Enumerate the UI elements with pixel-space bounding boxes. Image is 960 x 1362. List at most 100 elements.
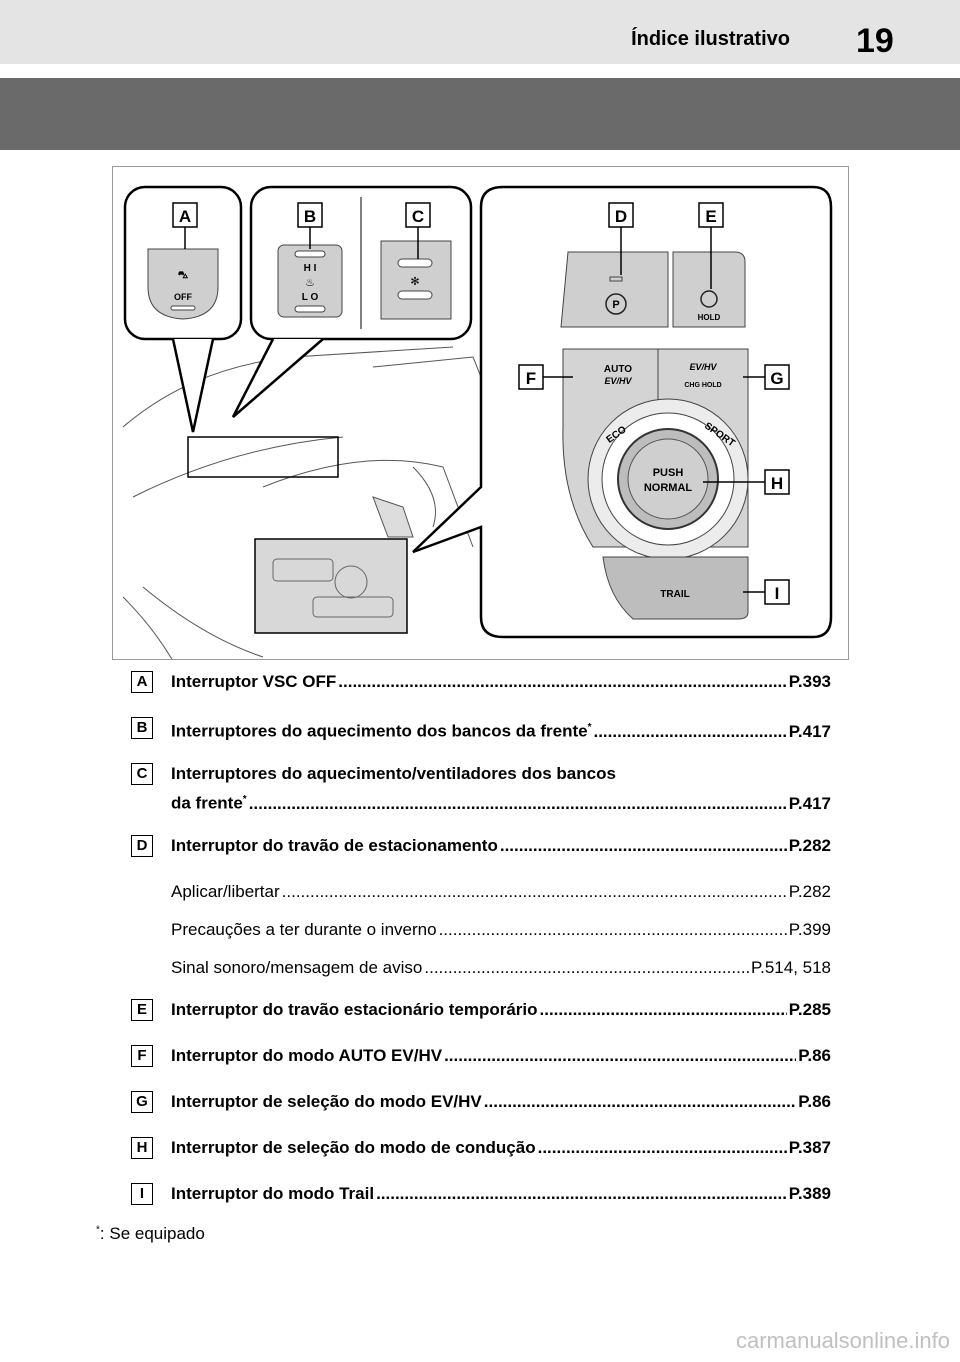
badge-a: A xyxy=(131,671,153,693)
hold-text: HOLD xyxy=(698,313,721,322)
callout-e: E xyxy=(705,207,716,226)
list-item-h: H Interruptor de seleção do modo de cond… xyxy=(131,1137,831,1184)
header-band xyxy=(0,0,960,64)
footnote-mark: * xyxy=(587,722,592,733)
seat-heater-switch: H I ♨ L O xyxy=(277,244,343,318)
badge-c: C xyxy=(131,763,153,785)
ev-hv-select-text: EV/HV xyxy=(689,362,717,372)
callout-i: I xyxy=(775,584,780,603)
footnote: *: Se equipado xyxy=(96,1224,205,1244)
list-subitem: Precauções a ter durante o inverno P.399 xyxy=(131,920,831,958)
item-label: Interruptor do modo AUTO EV/HV xyxy=(171,1046,443,1065)
badge-f: F xyxy=(131,1045,153,1067)
subitem-label: Aplicar/libertar xyxy=(171,882,280,901)
callout-h: H xyxy=(771,474,783,493)
dot-leader xyxy=(424,958,749,978)
subitem-label: Precauções a ter durante o inverno xyxy=(171,920,437,939)
page-ref-link[interactable]: P.389 xyxy=(788,1184,831,1203)
list-item-g: G Interruptor de seleção do modo EV/HV P… xyxy=(131,1091,831,1138)
badge-h: H xyxy=(131,1137,153,1159)
shift-lever xyxy=(372,496,414,538)
item-label: Interruptor de seleção do modo EV/HV xyxy=(171,1092,482,1111)
page-ref-link[interactable]: P.282 xyxy=(788,836,831,855)
subitem-label: Sinal sonoro/mensagem de aviso xyxy=(171,958,423,977)
callout-f: F xyxy=(526,369,536,388)
page-ref-link[interactable]: P.393 xyxy=(788,672,831,691)
dot-leader xyxy=(282,882,787,902)
auto-ev-hv-text: EV/HV xyxy=(604,376,632,386)
item-label-continued: da frente* xyxy=(171,790,247,814)
list-subitem: Aplicar/libertar P.282 xyxy=(131,882,831,920)
dot-leader xyxy=(439,920,787,940)
callout-a: A xyxy=(179,207,191,226)
pointer-bc xyxy=(231,338,324,418)
pointer-a xyxy=(171,338,215,433)
normal-text: NORMAL xyxy=(644,482,693,494)
dot-leader xyxy=(500,836,787,856)
list-item-c-cont: da frente* P.417 xyxy=(131,790,831,836)
dot-leader xyxy=(484,1092,796,1112)
dot-leader xyxy=(249,794,787,814)
dot-leader xyxy=(593,722,786,742)
page-ref-link[interactable]: P.285 xyxy=(788,1000,831,1019)
list-item-a: A Interruptor VSC OFF P.393 xyxy=(131,671,831,718)
dial-area-detail xyxy=(272,558,394,618)
callout-c: C xyxy=(412,207,424,226)
list-item-e: E Interruptor do travão estacionário tem… xyxy=(131,999,831,1046)
item-label: Interruptores do aquecimento/ventiladore… xyxy=(171,764,616,783)
badge-b: B xyxy=(131,717,153,739)
push-text: PUSH xyxy=(653,467,684,479)
footnote-mark: * xyxy=(96,1224,100,1236)
section-banner xyxy=(0,78,960,150)
page-ref-link[interactable]: P.86 xyxy=(798,1046,831,1065)
dot-leader xyxy=(540,1000,787,1020)
seat-fan-icon: ✻ xyxy=(410,275,419,288)
item-label: Interruptores do aquecimento dos bancos … xyxy=(171,718,591,742)
page-ref-link[interactable]: P.387 xyxy=(788,1138,831,1157)
badge-e: E xyxy=(131,999,153,1021)
dial-area-box xyxy=(254,538,408,634)
item-label: Interruptor do travão de estacionamento xyxy=(171,836,498,855)
item-label-text: da frente xyxy=(171,793,243,813)
callout-g: G xyxy=(770,369,783,388)
item-label: Interruptor do modo Trail xyxy=(171,1184,375,1203)
badge-d: D xyxy=(131,835,153,857)
list-item-d: D Interruptor do travão de estacionament… xyxy=(131,835,831,882)
watermark: carmanualsonline.info xyxy=(735,1328,950,1353)
page-ref-link[interactable]: P.417 xyxy=(788,721,831,741)
vsc-off-switch: ⛍ OFF xyxy=(147,248,219,320)
parking-p-text: P xyxy=(612,299,619,311)
dot-leader xyxy=(538,1138,787,1158)
heater-hi-text: H I xyxy=(304,263,317,274)
page-ref-link[interactable]: P.417 xyxy=(788,793,831,813)
seat-heat-icon: ♨ xyxy=(305,276,315,289)
callout-badges: A B C D E F G H I xyxy=(172,202,790,605)
index-list: A Interruptor VSC OFF P.393 B Interrupto… xyxy=(131,671,831,1230)
vsc-car-icon: ⛍ xyxy=(178,270,189,281)
page-number: 19 xyxy=(856,22,894,60)
list-item-f: F Interruptor do modo AUTO EV/HV P.86 xyxy=(131,1045,831,1092)
badge-i: I xyxy=(131,1183,153,1205)
item-label: Interruptor de seleção do modo de conduç… xyxy=(171,1138,536,1157)
footnote-text: : Se equipado xyxy=(99,1224,205,1243)
page-ref-link[interactable]: P.399 xyxy=(788,920,831,939)
drive-mode-panel: AUTO EV/HV EV/HV CHG HOLD ECO SPORT PUSH… xyxy=(562,348,749,620)
console-illustration: ⛍ OFF H I ♨ L O ✻ P HOLD xyxy=(112,166,849,660)
dot-leader xyxy=(376,1184,787,1204)
callout-b: B xyxy=(304,207,316,226)
list-item-c: C Interruptores do aquecimento/ventilado… xyxy=(131,763,831,790)
page-ref-link[interactable]: P.282 xyxy=(788,882,831,901)
chg-hold-text: CHG HOLD xyxy=(684,382,721,389)
badge-g: G xyxy=(131,1091,153,1113)
seat-heater-fan-switch: ✻ xyxy=(380,240,452,320)
page-ref-link[interactable]: P.86 xyxy=(798,1092,831,1111)
list-item-i: I Interruptor do modo Trail P.389 xyxy=(131,1183,831,1230)
auto-text: AUTO xyxy=(604,364,632,375)
page-ref-link[interactable]: P.514, 518 xyxy=(750,958,831,977)
heater-lo-text: L O xyxy=(302,292,319,303)
callout-leaders xyxy=(184,227,765,593)
list-item-b: B Interruptores do aquecimento dos banco… xyxy=(131,717,831,764)
item-label: Interruptor VSC OFF xyxy=(171,672,337,691)
vsc-off-text: OFF xyxy=(174,292,192,302)
footnote-mark: * xyxy=(242,794,247,805)
